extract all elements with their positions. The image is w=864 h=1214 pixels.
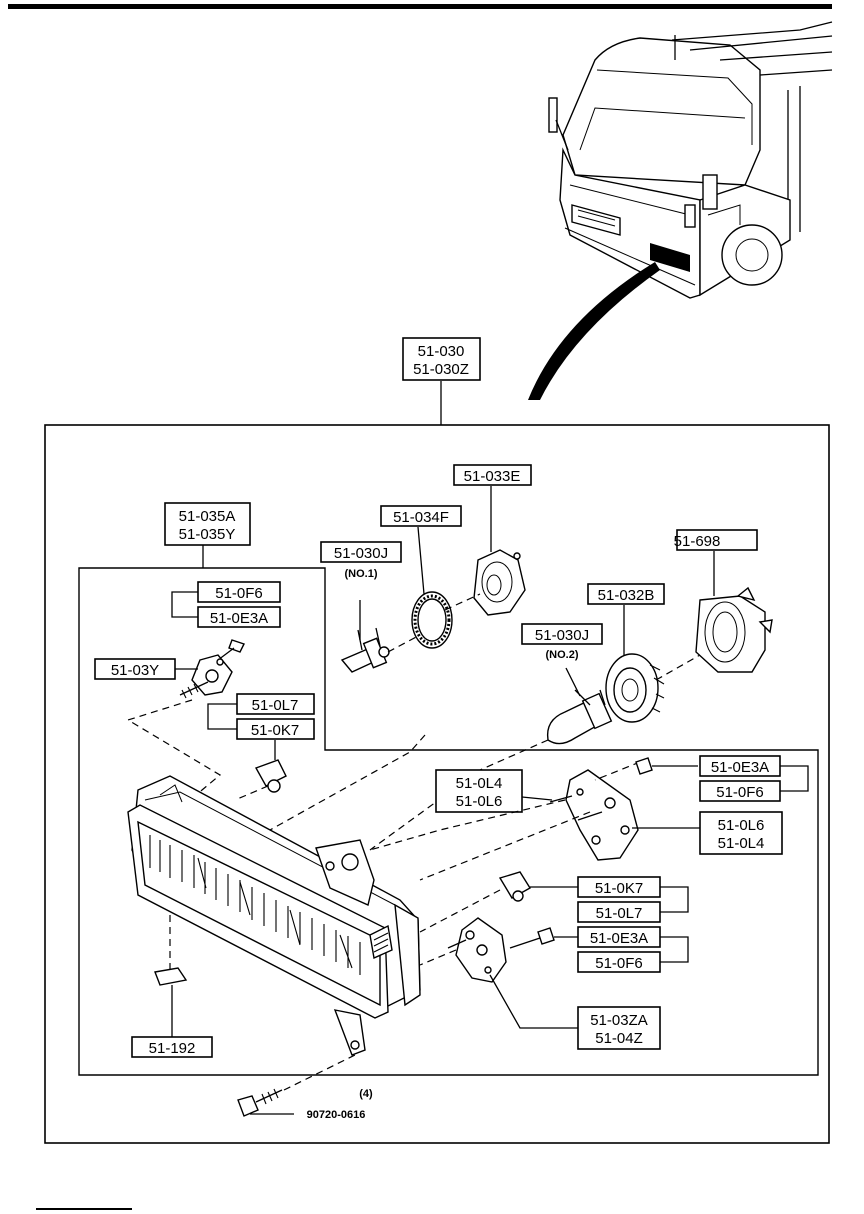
- bracket-lower-dash-line: [419, 949, 457, 966]
- plate-dash-line-2: [419, 811, 591, 881]
- plate-dash-line: [369, 799, 566, 851]
- bulb-no2-part: [546, 689, 613, 745]
- label-box-screw-f6-top: [197, 581, 281, 603]
- label-box-screw-f6-low: [577, 951, 661, 973]
- label-bracket-left: 51-03Y: [111, 662, 159, 679]
- bolt-dash-line: [283, 1054, 356, 1091]
- label-screw-e3a-top: 51-0E3A: [210, 610, 268, 627]
- clip-part: [154, 967, 188, 986]
- nut-dash-line: [234, 785, 269, 801]
- bracket-lower-part: [447, 917, 507, 983]
- label-box-nut-l7-top: [236, 693, 315, 715]
- label-clip: 51-192: [149, 1040, 196, 1057]
- label-box-bulb-no1: [320, 541, 402, 563]
- label-box-adjuster: [164, 502, 251, 546]
- headlamp-housing: [127, 775, 421, 1056]
- mirror-icon: [548, 97, 558, 133]
- bracket-connector-right-low: [660, 936, 689, 963]
- label-nut-k7-top: 51-0K7: [251, 722, 299, 739]
- truck-illustration: [548, 21, 833, 299]
- highlighted-headlamp: [650, 243, 690, 272]
- label-plate-right-1: 51-0L6: [718, 817, 765, 834]
- screw-right-top-icon: [635, 757, 698, 775]
- bracket-connector-mid: [207, 703, 237, 730]
- bracket-left-part: [179, 654, 233, 699]
- ring-part: [411, 591, 453, 649]
- callout-pointer: [528, 262, 660, 400]
- label-box-cover: [676, 529, 758, 551]
- bracket-connector-top: [171, 591, 198, 618]
- label-plate-1: 51-0L4: [456, 775, 503, 792]
- label-bulb-no1-note: (NO.1): [345, 568, 378, 580]
- label-reflector: 51-033E: [464, 468, 521, 485]
- axis-line-4: [269, 734, 426, 831]
- outer-frame: [44, 424, 830, 1144]
- label-plate-2: 51-0L6: [456, 793, 503, 810]
- label-box-ring: [380, 505, 462, 527]
- top-rule: [8, 4, 832, 9]
- label-bracket-lower-1: 51-03ZA: [590, 1012, 648, 1029]
- label-bulb-no1: 51-030J: [334, 545, 388, 562]
- axis-line-2: [655, 654, 701, 681]
- reflector-part: [473, 549, 526, 616]
- inner-frame: [78, 567, 819, 1076]
- wheel-icon: [721, 224, 783, 286]
- nut-top-part: [254, 759, 287, 793]
- label-box-bulb-no2: [521, 623, 603, 645]
- label-box-nut-k7-top: [236, 718, 315, 740]
- label-cover: 51-698: [674, 533, 721, 550]
- bulb-no1-part: [340, 627, 390, 673]
- label-screw-f6-low: 51-0F6: [595, 955, 643, 972]
- label-bulb-no2: 51-030J: [535, 627, 589, 644]
- label-nut-l7-top: 51-0L7: [252, 697, 299, 714]
- label-screw-e3a-right: 51-0E3A: [711, 759, 769, 776]
- label-box-bracket-lower: [577, 1006, 661, 1050]
- label-screw-f6-right: 51-0F6: [716, 784, 764, 801]
- label-bolt: 90720-0616: [307, 1109, 366, 1121]
- label-box-screw-f6-right: [699, 780, 781, 802]
- cover-part: [695, 586, 773, 673]
- label-box-nut-l7-right: [577, 901, 661, 923]
- screw-lower-icon: [509, 927, 555, 949]
- label-bolt-qty: (4): [359, 1088, 373, 1100]
- nut-right-dash-line: [419, 889, 501, 933]
- label-assembly-1: 51-030: [418, 343, 465, 360]
- label-box-plate: [435, 769, 523, 813]
- label-bracket-lower-2: 51-04Z: [595, 1030, 643, 1047]
- label-box-screw-e3a-right: [699, 755, 781, 777]
- label-assembly-2: 51-030Z: [413, 361, 469, 378]
- screw-dash-line-top: [594, 761, 641, 781]
- nut-right-part: [498, 871, 531, 902]
- label-bulb-no2-note: (NO.2): [546, 649, 579, 661]
- label-ring: 51-034F: [393, 509, 449, 526]
- label-box-assembly: [402, 337, 481, 381]
- bolt-part: [237, 1088, 283, 1117]
- label-nut-l7-right: 51-0L7: [596, 905, 643, 922]
- label-socket: 51-032B: [598, 587, 655, 604]
- bracket-connector-right-mid: [660, 886, 689, 913]
- label-screw-e3a-low: 51-0E3A: [590, 930, 648, 947]
- adjuster-dash-line: [126, 699, 222, 801]
- label-plate-right-2: 51-0L4: [718, 835, 765, 852]
- label-box-reflector: [453, 464, 532, 486]
- label-screw-f6-top: 51-0F6: [215, 585, 263, 602]
- axis-line-1: [387, 593, 481, 653]
- label-adjuster-1: 51-035A: [179, 508, 236, 525]
- bracket-connector-right-top: [780, 765, 809, 792]
- label-adjuster-2: 51-035Y: [179, 526, 236, 543]
- label-nut-k7-right: 51-0K7: [595, 880, 643, 897]
- screw-small-icon: [217, 639, 245, 661]
- footnote-rule: [36, 1208, 132, 1210]
- socket-part: [605, 653, 665, 723]
- label-box-screw-e3a-top: [197, 606, 281, 628]
- label-box-plate-right: [699, 811, 783, 855]
- label-box-socket: [587, 583, 665, 605]
- plate-part: [549, 769, 639, 861]
